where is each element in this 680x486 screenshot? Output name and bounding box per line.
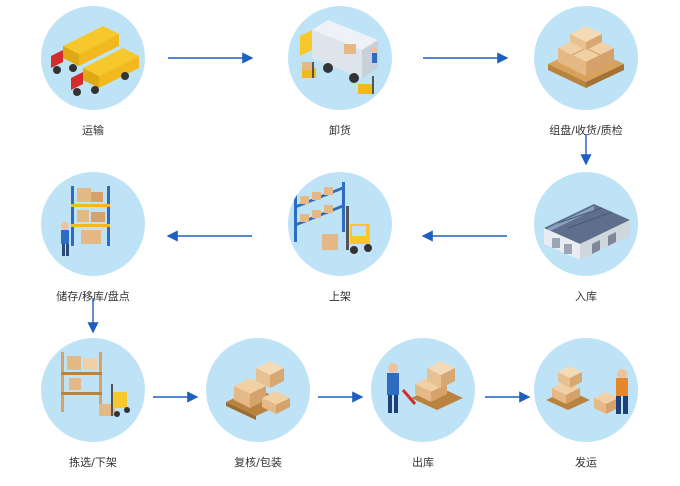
step-transport: 运输: [38, 6, 148, 137]
trucks-icon: [41, 6, 145, 110]
step-storage: 储存/移库/盘点: [38, 172, 148, 303]
pallet-boxes-icon: [534, 6, 638, 110]
step-label: 出库: [412, 456, 434, 469]
step-palletizing: 组盘/收货/质检: [531, 6, 641, 137]
step-shipping: 发运: [531, 338, 641, 469]
step-shelving: 上架: [285, 172, 395, 303]
storage-rack-worker-icon: [41, 172, 145, 276]
step-unloading: 卸货: [285, 6, 395, 137]
step-label: 复核/包装: [234, 456, 282, 469]
step-label: 运输: [82, 124, 104, 137]
packing-boxes-icon: [206, 338, 310, 442]
pallet-jack-worker-icon: [371, 338, 475, 442]
step-picking: 拣选/下架: [38, 338, 148, 469]
worker-shipping-icon: [534, 338, 638, 442]
step-warehousing: 入库: [531, 172, 641, 303]
step-label: 卸货: [329, 124, 351, 137]
picking-forklift-icon: [41, 338, 145, 442]
warehouse-building-icon: [534, 172, 638, 276]
step-label: 组盘/收货/质检: [549, 124, 623, 137]
step-label: 入库: [575, 290, 597, 303]
truck-unloading-icon: [288, 6, 392, 110]
step-label: 发运: [575, 456, 597, 469]
forklift-shelving-icon: [288, 172, 392, 276]
step-outbound: 出库: [368, 338, 478, 469]
step-label: 上架: [329, 290, 351, 303]
step-label: 拣选/下架: [69, 456, 117, 469]
step-packing: 复核/包装: [203, 338, 313, 469]
step-label: 储存/移库/盘点: [56, 290, 130, 303]
